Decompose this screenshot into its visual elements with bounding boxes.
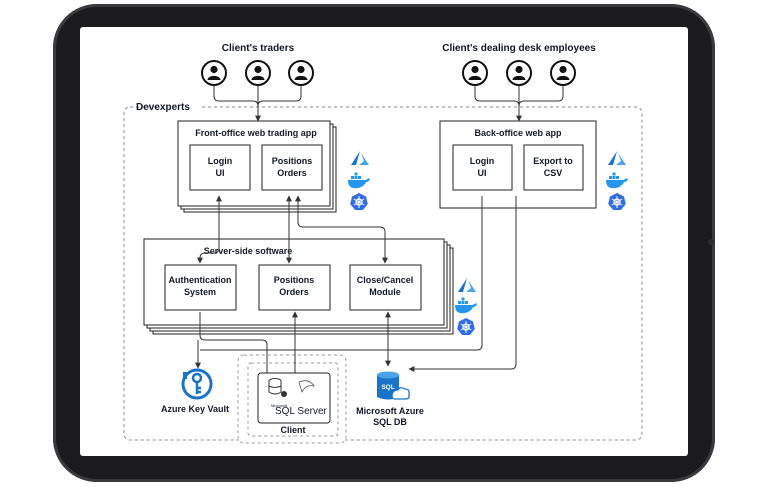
front-positions-label-1: Positions bbox=[272, 156, 313, 166]
close-cancel-module bbox=[349, 264, 422, 311]
user-icon bbox=[201, 60, 227, 86]
front-positions-orders bbox=[261, 144, 323, 191]
client-label: Client bbox=[280, 425, 305, 435]
front-positions-label-2: Orders bbox=[277, 168, 307, 178]
key-vault-label: Azure Key Vault bbox=[161, 404, 229, 414]
docker-icon bbox=[348, 172, 370, 189]
traders-label: Client's traders bbox=[222, 43, 295, 54]
sql-database-icon bbox=[377, 371, 410, 400]
azure-icon bbox=[458, 278, 476, 292]
user-icon bbox=[288, 60, 314, 86]
kubernetes-icon bbox=[349, 192, 369, 211]
devexperts-label: Devexperts bbox=[136, 102, 190, 113]
auth-label-1: Authentication bbox=[169, 275, 232, 285]
front-office-title: Front-office web trading app bbox=[195, 128, 317, 138]
docker-icon bbox=[455, 297, 477, 314]
dealing-desk-label: Client's dealing desk employees bbox=[442, 43, 596, 54]
tablet-screen: Devexperts Client's traders Client's dea… bbox=[80, 27, 688, 456]
architecture-diagram: Devexperts Client's traders Client's dea… bbox=[123, 43, 643, 444]
back-login-label-1: Login bbox=[470, 156, 495, 166]
auth-label-2: System bbox=[184, 287, 216, 297]
sql-server-label: SQL Server bbox=[275, 406, 328, 417]
export-label-1: Export to bbox=[533, 156, 573, 166]
user-icon bbox=[506, 60, 532, 86]
devexperts-boundary bbox=[123, 106, 643, 441]
close-cancel-label-1: Close/Cancel bbox=[357, 275, 414, 285]
sql-server-small-label: Microsoft bbox=[271, 403, 288, 408]
tablet-camera bbox=[708, 239, 714, 245]
front-login-label-2: UI bbox=[216, 168, 225, 178]
docker-icon bbox=[606, 172, 628, 189]
sql-db-label-1: Microsoft Azure bbox=[356, 406, 424, 416]
export-label-2: CSV bbox=[544, 168, 563, 178]
server-positions-label-2: Orders bbox=[279, 287, 309, 297]
front-login-label-1: Login bbox=[208, 156, 233, 166]
export-to-csv bbox=[523, 144, 584, 191]
sql-db-badge: SQL bbox=[381, 384, 394, 391]
back-login-label-2: UI bbox=[478, 168, 487, 178]
close-cancel-label-2: Module bbox=[369, 287, 401, 297]
connectors bbox=[195, 195, 517, 379]
back-office-title: Back-office web app bbox=[474, 128, 562, 138]
kubernetes-icon bbox=[456, 317, 476, 336]
key-vault-icon bbox=[181, 368, 213, 400]
sql-server-icon bbox=[268, 378, 315, 397]
server-side-title: Server-side software bbox=[204, 246, 293, 256]
authentication-system bbox=[164, 264, 237, 311]
server-positions-orders bbox=[258, 264, 331, 311]
azure-icon bbox=[608, 151, 626, 165]
user-icon bbox=[245, 60, 271, 86]
azure-icon bbox=[351, 151, 369, 165]
front-login-ui bbox=[189, 144, 251, 191]
back-login-ui bbox=[452, 144, 513, 191]
kubernetes-icon bbox=[607, 192, 627, 211]
user-icon bbox=[462, 60, 488, 86]
server-positions-label-1: Positions bbox=[274, 275, 315, 285]
user-icon bbox=[550, 60, 576, 86]
sql-db-label-2: SQL DB bbox=[373, 417, 407, 427]
